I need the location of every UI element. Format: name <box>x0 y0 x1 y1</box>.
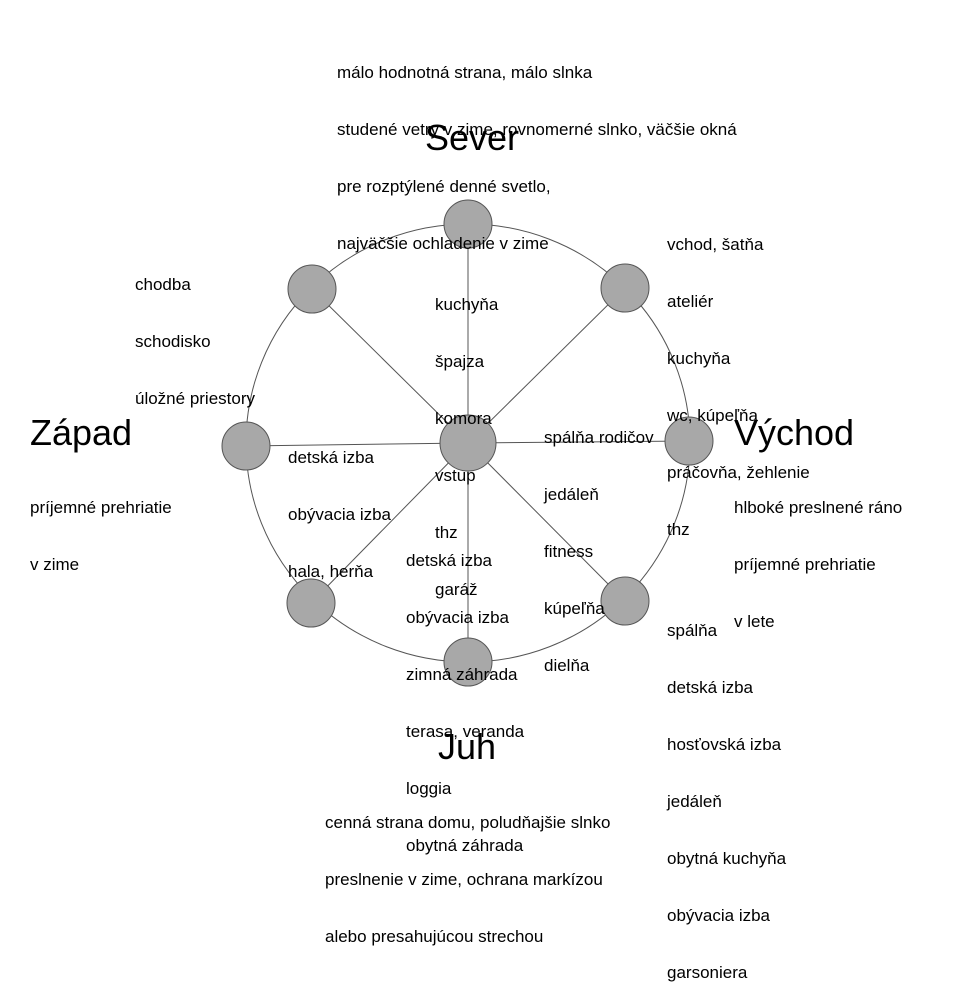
spoke-northwest <box>311 288 469 444</box>
note-line: málo hodnotná strana, málo slnka <box>337 63 593 82</box>
node-center <box>439 414 497 472</box>
compass-diagram <box>221 199 714 687</box>
spoke-southeast <box>467 442 626 602</box>
node-south <box>443 637 493 687</box>
room-item: obývacia izba <box>667 906 771 925</box>
direction-label-north: Sever <box>425 117 520 158</box>
south-notes: cenná strana domu, poludňajšie slnko pre… <box>325 775 610 965</box>
room-item: detská izba <box>667 678 753 697</box>
nodes <box>221 199 714 687</box>
room-item: jedáleň <box>667 792 722 811</box>
node-northwest <box>287 264 337 314</box>
room-item: thz <box>435 523 458 542</box>
note-line: cenná strana domu, poludňajšie slnko <box>325 813 611 832</box>
node-southeast <box>600 576 650 626</box>
rooms-east: spálňa rodičov jedáleň fitness kúpeľňa d… <box>544 390 654 694</box>
room-item: spálňa <box>667 621 718 640</box>
node-north <box>443 199 493 249</box>
note-line: príjemné prehriatie <box>30 498 172 517</box>
rooms-northwest: chodba schodisko úložné priestory <box>135 237 255 427</box>
room-item: obývacia izba <box>406 608 510 627</box>
room-item: spálňa rodičov <box>544 428 654 447</box>
spoke-west <box>245 442 469 447</box>
note-line: hlboké preslnené ráno <box>734 498 903 517</box>
room-item: hosťovská izba <box>667 735 782 754</box>
note-line: najväčšie ochladenie v zime <box>337 234 549 253</box>
spoke-northeast <box>467 287 626 444</box>
note-line: studené vetry v zime, rovnomerné slnko, … <box>337 120 737 139</box>
room-item: úložné priestory <box>135 389 256 408</box>
rooms-south: detská izba obývacia izba zimná záhrada … <box>406 513 524 874</box>
room-item: thz <box>667 520 690 539</box>
node-northeast <box>600 263 650 313</box>
note-line: alebo presahujúcou strechou <box>325 927 544 946</box>
room-item: wc, kúpeľňa <box>667 406 758 425</box>
rooms-west: detská izba obývacia izba hala, herňa <box>288 410 391 600</box>
room-item: terasa, veranda <box>406 722 525 741</box>
room-item: garáž <box>435 580 478 599</box>
room-item: špajza <box>435 352 485 371</box>
spoke-southwest <box>310 442 469 604</box>
node-east <box>664 416 714 466</box>
room-item: dielňa <box>544 656 590 675</box>
room-item: ateliér <box>667 292 714 311</box>
room-item: hala, herňa <box>288 562 374 581</box>
room-item: loggia <box>406 779 452 798</box>
room-item: schodisko <box>135 332 211 351</box>
room-item: obytná záhrada <box>406 836 524 855</box>
direction-label-east: Východ <box>734 412 855 453</box>
room-item: garsoniera <box>667 963 748 982</box>
room-item: jedáleň <box>544 485 599 504</box>
rooms-northeast: vchod, šatňa ateliér kuchyňa wc, kúpeľňa… <box>667 197 810 558</box>
room-item: detská izba <box>406 551 492 570</box>
room-item: fitness <box>544 542 594 561</box>
note-line: v lete <box>734 612 775 631</box>
note-line: preslnenie v zime, ochrana markízou <box>325 870 603 889</box>
room-item: zimná záhrada <box>406 665 518 684</box>
spoke-east <box>467 440 690 444</box>
room-item: kuchyňa <box>667 349 731 368</box>
room-item: detská izba <box>288 448 374 467</box>
note-line: príjemné prehriatie <box>734 555 876 574</box>
rooms-southeast: spálňa detská izba hosťovská izba jedále… <box>667 583 786 1001</box>
north-notes: málo hodnotná strana, málo slnka studené… <box>337 25 737 272</box>
room-item: chodba <box>135 275 191 294</box>
room-item: obývacia izba <box>288 505 392 524</box>
east-notes: hlboké preslnené ráno príjemné prehriati… <box>734 460 902 650</box>
note-line: pre rozptýlené denné svetlo, <box>337 177 551 196</box>
node-southwest <box>286 578 336 628</box>
room-item: kúpeľňa <box>544 599 605 618</box>
rooms-north: kuchyňa špajza komora vstup thz garáž <box>435 257 498 618</box>
room-item: kuchyňa <box>435 295 499 314</box>
room-item: vchod, šatňa <box>667 235 764 254</box>
room-item: práčovňa, žehlenie <box>667 463 810 482</box>
west-notes: príjemné prehriatie v zime <box>30 460 172 593</box>
direction-label-south: Juh <box>438 726 497 767</box>
spokes <box>245 224 690 662</box>
node-west <box>221 421 271 471</box>
note-line: v zime <box>30 555 80 574</box>
room-item: vstup <box>435 466 476 485</box>
room-item: komora <box>435 409 492 428</box>
direction-label-west: Západ <box>30 412 133 453</box>
